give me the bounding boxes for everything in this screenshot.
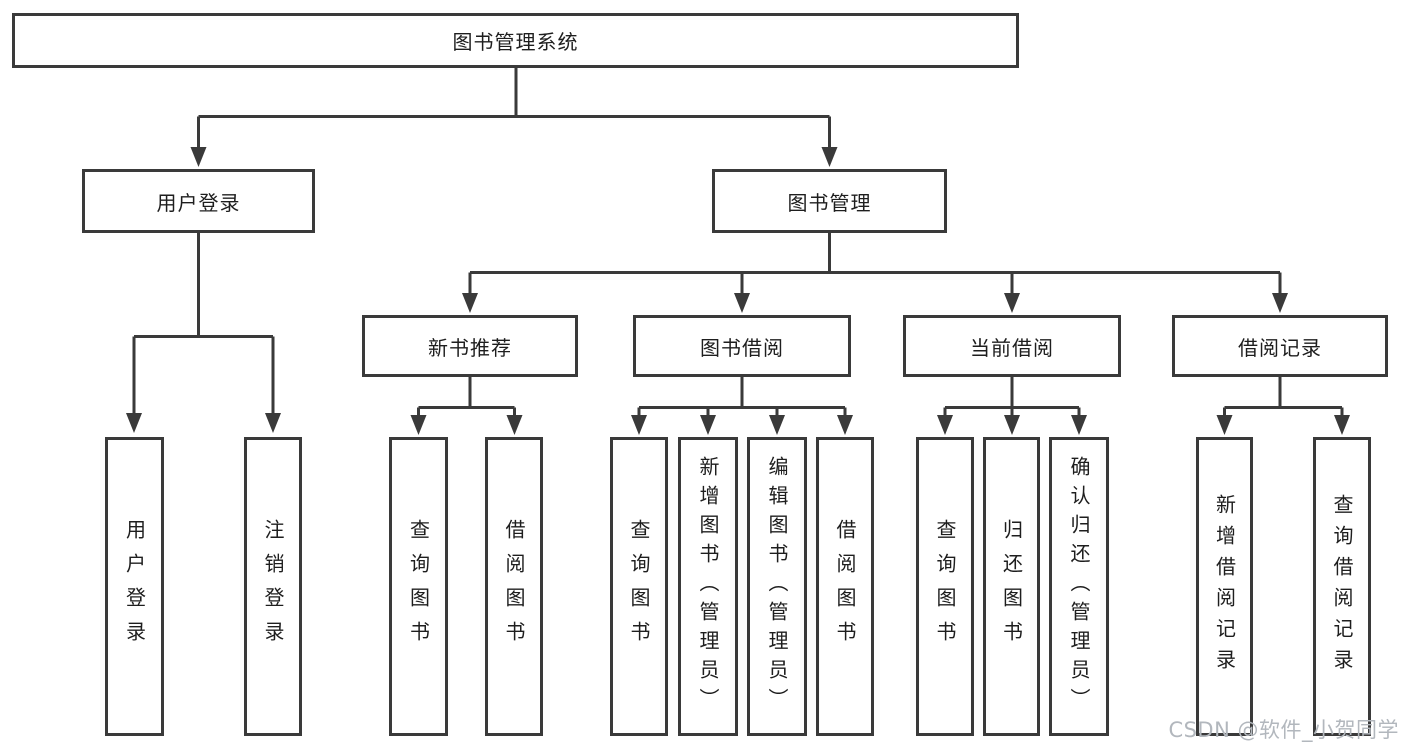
leaf-label: 编辑图书（管理员） xyxy=(765,456,789,717)
node-leaf-borrow-query-books: 查询图书 xyxy=(610,437,668,736)
node-current-borrowing: 当前借阅 xyxy=(903,315,1121,377)
node-leaf-add-books-admin: 新增图书（管理员） xyxy=(678,437,738,736)
node-leaf-confirm-return-admin: 确认归还（管理员） xyxy=(1049,437,1109,736)
leaf-label: 确认归还（管理员） xyxy=(1067,456,1091,717)
node-book-borrowing: 图书借阅 xyxy=(633,315,851,377)
leaf-label: 用户登录 xyxy=(122,518,147,655)
leaf-label: 归还图书 xyxy=(999,518,1024,655)
node-leaf-current-query-books: 查询图书 xyxy=(916,437,974,736)
leaf-label: 注销登录 xyxy=(261,518,285,655)
node-book-management: 图书管理 xyxy=(712,169,947,233)
node-leaf-edit-books-admin: 编辑图书（管理员） xyxy=(747,437,807,736)
node-leaf-return-books: 归还图书 xyxy=(983,437,1040,736)
node-root-system: 图书管理系统 xyxy=(12,13,1019,68)
leaf-label: 借阅图书 xyxy=(833,518,857,655)
leaf-label: 新增借阅记录 xyxy=(1212,493,1237,680)
leaf-label: 查询图书 xyxy=(627,518,651,655)
leaf-label: 新增图书（管理员） xyxy=(696,456,720,717)
node-new-book-recommend: 新书推荐 xyxy=(362,315,578,377)
leaf-label: 查询图书 xyxy=(933,518,957,655)
node-leaf-user-login: 用户登录 xyxy=(105,437,164,736)
leaf-label: 借阅图书 xyxy=(502,518,526,655)
node-leaf-recommend-query-books: 查询图书 xyxy=(389,437,448,736)
node-borrowing-records: 借阅记录 xyxy=(1172,315,1388,377)
node-leaf-add-borrow-record: 新增借阅记录 xyxy=(1196,437,1253,736)
node-leaf-borrow-books: 借阅图书 xyxy=(816,437,874,736)
leaf-label: 查询图书 xyxy=(406,518,431,655)
node-user-login: 用户登录 xyxy=(82,169,315,233)
node-leaf-recommend-borrow-books: 借阅图书 xyxy=(485,437,543,736)
node-leaf-query-borrow-record: 查询借阅记录 xyxy=(1313,437,1371,736)
leaf-label: 查询借阅记录 xyxy=(1330,493,1354,680)
csdn-watermark: CSDN @软件_小贺同学 xyxy=(1168,718,1399,742)
node-leaf-logout: 注销登录 xyxy=(244,437,302,736)
